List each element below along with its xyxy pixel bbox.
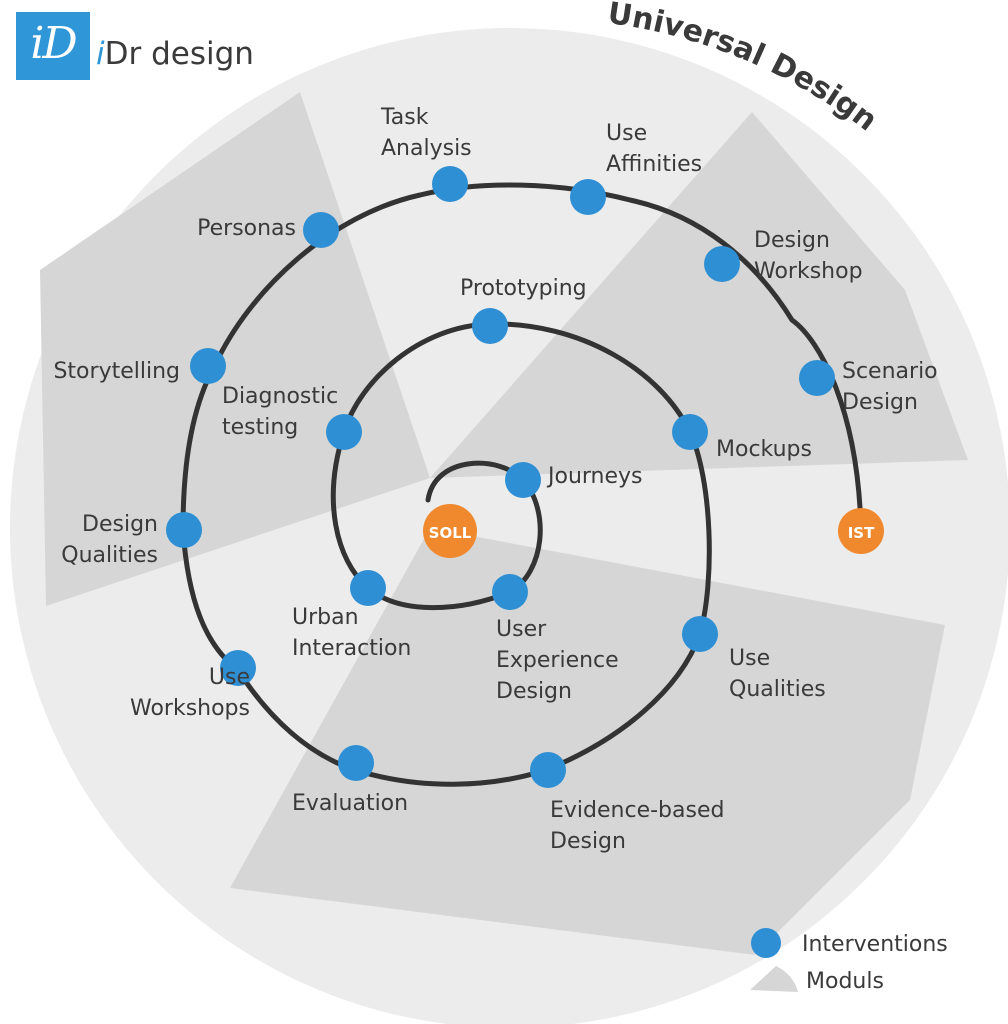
intervention-node-urban-interaction <box>350 570 386 606</box>
intervention-label-line: Workshops <box>130 696 250 721</box>
intervention-label-prototyping: Prototyping <box>460 276 587 301</box>
intervention-label-evaluation: Evaluation <box>292 791 408 816</box>
legend-intervention-marker <box>751 928 781 958</box>
legend-module-marker <box>750 966 798 992</box>
intervention-label-line: Qualities <box>61 543 158 568</box>
intervention-label-line: Evidence-based <box>550 798 724 823</box>
intervention-label-line: Prototyping <box>460 276 587 301</box>
intervention-node-evidence-based-design <box>530 752 566 788</box>
intervention-label-line: Workshop <box>754 259 863 284</box>
brand-name: iDr design <box>96 36 254 72</box>
intervention-label-line: Interaction <box>292 636 411 661</box>
intervention-label-mockups: Mockups <box>716 437 812 462</box>
intervention-node-storytelling <box>190 348 226 384</box>
intervention-label-storytelling: Storytelling <box>53 359 180 384</box>
legend: Interventions Moduls <box>750 928 948 994</box>
intervention-label-line: Journeys <box>546 464 643 489</box>
intervention-node-use-affinities <box>570 179 606 215</box>
soll-node: SOLL <box>423 504 477 558</box>
intervention-node-journeys <box>505 462 541 498</box>
svg-text:SOLL: SOLL <box>429 524 472 542</box>
intervention-label-line: Design <box>550 829 626 854</box>
intervention-node-use-qualities <box>682 616 718 652</box>
intervention-node-evaluation <box>338 745 374 781</box>
intervention-node-use-workshops <box>220 650 256 686</box>
intervention-label-line: Mockups <box>716 437 812 462</box>
brand-name-rest: Dr design <box>104 36 254 72</box>
legend-interventions-label: Interventions <box>802 932 948 957</box>
intervention-label-line: Diagnostic <box>222 384 338 409</box>
intervention-label-line: Use <box>606 121 647 146</box>
intervention-node-task-analysis <box>432 166 468 202</box>
intervention-node-personas <box>303 212 339 248</box>
intervention-node-mockups <box>672 414 708 450</box>
intervention-label-line: Personas <box>197 216 296 241</box>
intervention-label-line: Scenario <box>842 359 938 384</box>
intervention-label-line: Use <box>209 665 250 690</box>
brand-logo-glyph: iD <box>30 18 77 69</box>
intervention-label-line: Design <box>496 679 572 704</box>
intervention-label-line: Use <box>729 646 770 671</box>
intervention-label-line: Analysis <box>381 136 472 161</box>
legend-moduls-label: Moduls <box>806 969 884 994</box>
intervention-label-diagnostic-testing: Diagnostic testing <box>222 384 338 440</box>
intervention-node-design-qualities <box>166 512 202 548</box>
svg-text:IST: IST <box>848 524 875 542</box>
intervention-label-line: Affinities <box>606 152 702 177</box>
intervention-label-line: Evaluation <box>292 791 408 816</box>
intervention-label-line: User <box>496 617 547 642</box>
ist-node: IST <box>838 508 884 554</box>
intervention-node-design-workshop <box>704 246 740 282</box>
intervention-node-prototyping <box>472 308 508 344</box>
intervention-label-journeys: Journeys <box>546 464 643 489</box>
brand-name-accent: i <box>96 36 105 72</box>
intervention-label-line: Design <box>82 512 158 537</box>
intervention-label-line: Design <box>754 228 830 253</box>
intervention-label-line: Qualities <box>729 677 826 702</box>
intervention-node-user-experience-design <box>492 574 528 610</box>
intervention-label-line: Task <box>380 105 429 130</box>
intervention-node-scenario-design <box>799 360 835 396</box>
intervention-node-diagnostic-testing <box>326 414 362 450</box>
intervention-label-line: Storytelling <box>53 359 180 384</box>
intervention-label-line: Experience <box>496 648 619 673</box>
intervention-label-personas: Personas <box>197 216 296 241</box>
module-sector-bottom <box>230 528 945 955</box>
brand-logo: iD <box>16 12 90 80</box>
intervention-label-line: Urban <box>292 605 359 630</box>
intervention-label-line: Design <box>842 390 918 415</box>
intervention-label-line: testing <box>222 415 298 440</box>
